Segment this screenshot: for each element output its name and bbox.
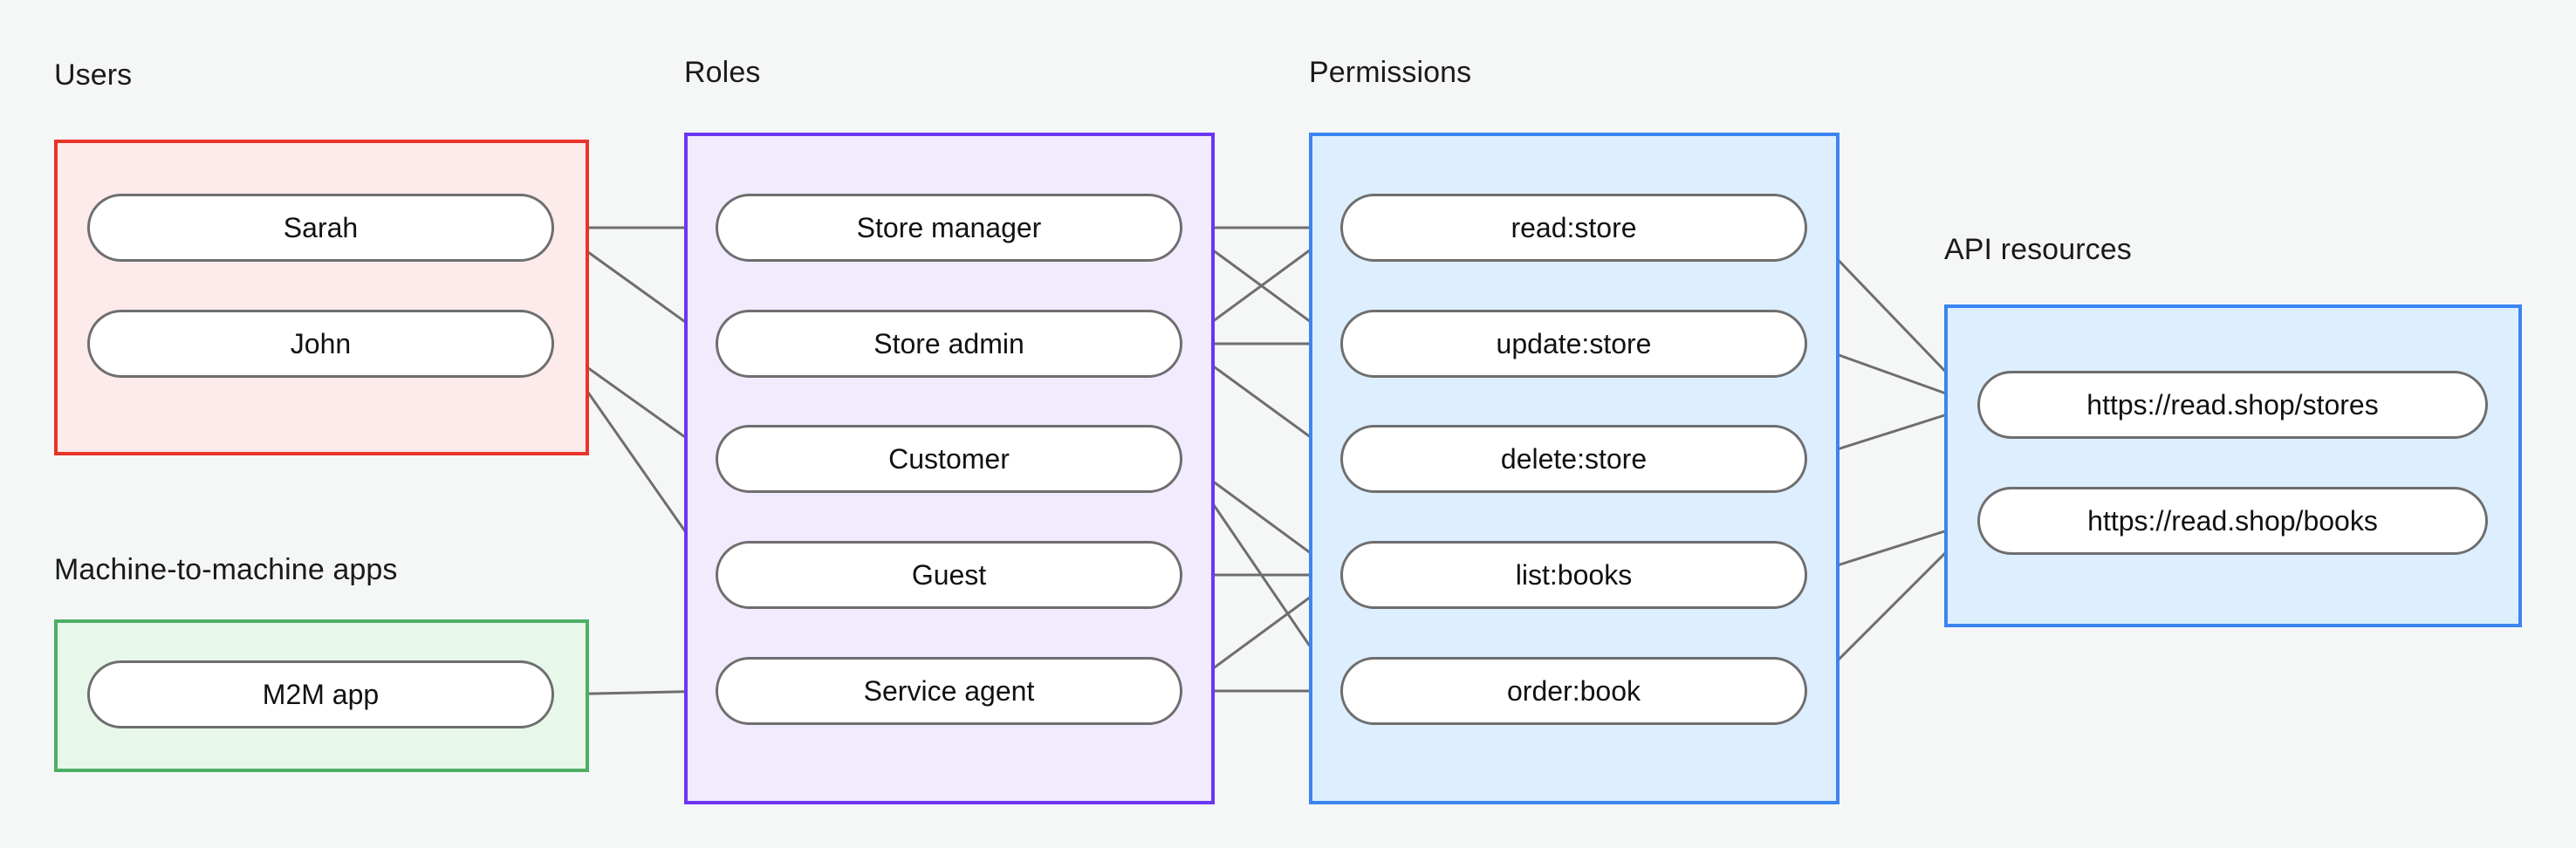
node-update-store[interactable]: update:store	[1340, 310, 1807, 378]
node-read-store[interactable]: read:store	[1340, 194, 1807, 262]
node-m2m-app[interactable]: M2M app	[87, 660, 554, 728]
group-label-users: Users	[54, 58, 133, 92]
group-label-permissions: Permissions	[1309, 56, 1472, 89]
group-box-api-resources	[1944, 304, 2522, 627]
group-label-roles: Roles	[684, 56, 761, 89]
node-res-books[interactable]: https://read.shop/books	[1977, 487, 2488, 555]
node-store-admin[interactable]: Store admin	[716, 310, 1182, 378]
node-customer[interactable]: Customer	[716, 425, 1182, 493]
node-service-agent[interactable]: Service agent	[716, 657, 1182, 725]
node-store-manager[interactable]: Store manager	[716, 194, 1182, 262]
group-label-m2m: Machine-to-machine apps	[54, 553, 398, 586]
group-box-users	[54, 140, 589, 455]
node-res-stores[interactable]: https://read.shop/stores	[1977, 371, 2488, 439]
node-guest[interactable]: Guest	[716, 541, 1182, 609]
node-john[interactable]: John	[87, 310, 554, 378]
node-list-books[interactable]: list:books	[1340, 541, 1807, 609]
node-delete-store[interactable]: delete:store	[1340, 425, 1807, 493]
node-sarah[interactable]: Sarah	[87, 194, 554, 262]
node-order-book[interactable]: order:book	[1340, 657, 1807, 725]
group-label-api-resources: API resources	[1944, 233, 2132, 266]
